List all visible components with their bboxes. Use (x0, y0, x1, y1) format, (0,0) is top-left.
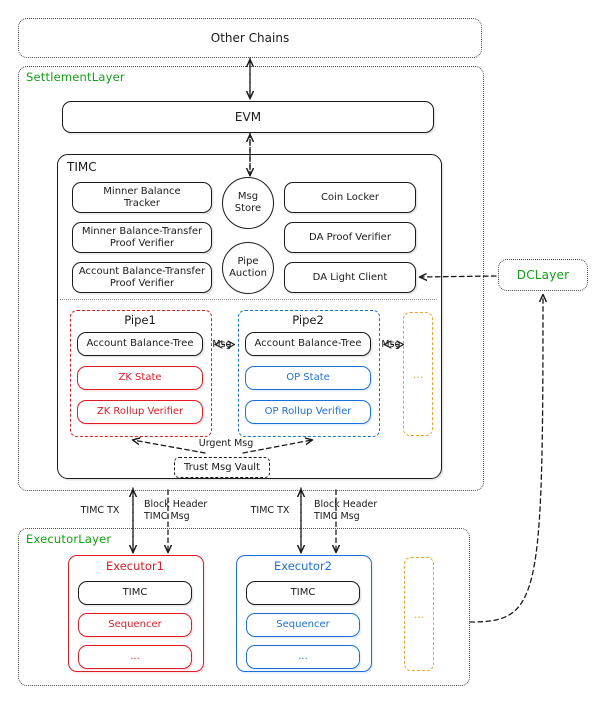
timc-msg-store-circle: Msg Store (222, 177, 274, 229)
timc-minner-balance-transfer-proof-verifier: Minner Balance-Transfer Proof Verifier (72, 222, 212, 253)
msg-label-text-2: Msg (381, 338, 401, 350)
timc-pipe-auction-circle: Pipe Auction (222, 242, 274, 294)
executor-layer-label: ExecutorLayer (26, 532, 112, 546)
pipe1-container (70, 310, 212, 437)
pipe1-account-balance-tree: Account Balance-Tree (77, 332, 203, 356)
timc-da-light-client: DA Light Client (284, 262, 416, 293)
executor2-more: ... (246, 645, 360, 669)
msg-label-pipe1-pipe2: Msg (206, 327, 238, 351)
connector-label-timc-tx-1: TIMC TX (80, 505, 120, 516)
timc-title: TIMC (67, 160, 97, 174)
timc-coin-locker: Coin Locker (284, 182, 416, 213)
executor1-timc: TIMC (78, 581, 192, 605)
timc-da-proof-verifier: DA Proof Verifier (284, 222, 416, 253)
pipe2-account-balance-tree: Account Balance-Tree (245, 332, 371, 356)
settlement-layer-label: SettlementLayer (26, 70, 125, 84)
executor1-more: ... (78, 645, 192, 669)
dclayer-label: DCLayer (516, 267, 570, 282)
msg-label-pipe2-placeholder: Msg (375, 327, 407, 351)
connector-label-block-header-1: Block Header TIMC Msg (144, 499, 208, 522)
executor2-sequencer: Sequencer (246, 613, 360, 637)
executor1-sequencer: Sequencer (78, 613, 192, 637)
pipe2-op-rollup-verifier: OP Rollup Verifier (245, 400, 371, 424)
executor2-title: Executor2 (274, 559, 332, 573)
timc-divider (60, 299, 437, 300)
pipe1-title: Pipe1 (124, 313, 156, 327)
other-chains-container: Other Chains (18, 18, 482, 58)
connector-label-block-header-2: Block Header TIMC Msg (314, 499, 378, 522)
pipe1-zk-rollup-verifier: ZK Rollup Verifier (77, 400, 203, 424)
executor1-title: Executor1 (106, 559, 164, 573)
msg-label-text: Msg (212, 338, 232, 350)
executor2-timc: TIMC (246, 581, 360, 605)
trust-msg-vault-box: Trust Msg Vault (174, 457, 270, 478)
evm-box: EVM (62, 101, 434, 133)
pipe2-title: Pipe2 (292, 313, 324, 327)
connector-label-timc-tx-2: TIMC TX (250, 505, 290, 516)
other-chains-label: Other Chains (210, 30, 290, 45)
executor-placeholder: ... (404, 557, 434, 671)
pipe1-zk-state: ZK State (77, 366, 203, 390)
pipe-placeholder: ... (403, 312, 433, 436)
urgent-msg-label: Urgent Msg (198, 438, 254, 449)
dclayer-box: DCLayer (498, 259, 588, 291)
pipe2-container (238, 310, 380, 437)
pipe2-op-state: OP State (245, 366, 371, 390)
timc-account-balance-transfer-proof-verifier: Account Balance-Transfer Proof Verifier (72, 262, 212, 293)
timc-minner-balance-tracker: Minner Balance Tracker (72, 182, 212, 213)
